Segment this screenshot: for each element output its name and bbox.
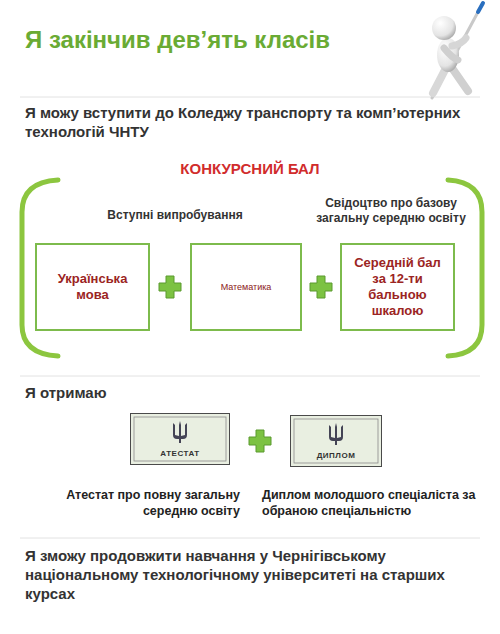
node-content: АТЕСТАТ [160, 449, 199, 459]
certificate-frame [294, 419, 378, 463]
stick-tip [478, 3, 483, 12]
plus-sign [249, 430, 271, 452]
figure-leg [452, 68, 468, 91]
certificate-frame [134, 417, 226, 461]
node-content: Українська мова [43, 271, 142, 303]
node-content: Середній бал за 12-ти бальною шкалою [348, 255, 447, 319]
node-text: ДИПЛОМ [317, 451, 356, 461]
stick [432, 12, 478, 98]
title-text: Я закінчив дев’ять класів [25, 26, 405, 54]
trident-symbol [173, 421, 187, 443]
certificate-ground [130, 413, 230, 465]
node-content: ДИПЛОМ [317, 451, 356, 461]
figure-arm [452, 38, 466, 46]
plus-sign [310, 276, 332, 298]
caption-text: Атестат про повну загальну середню освіт… [45, 487, 240, 519]
heading-text: Я зможу продовжити навчання у Чернігівсь… [25, 546, 490, 603]
figure-leg [433, 68, 446, 93]
heading-text: Я можу вступити до Коледжу транспорту та… [25, 103, 480, 141]
node-content: Математика [221, 282, 272, 293]
figure-head [432, 16, 456, 40]
group-label: Свідоцтво про базову загальну середню ос… [312, 196, 470, 226]
figure-arm [444, 48, 458, 60]
certificate-icon: ДИПЛОМ [290, 415, 382, 467]
node-text: Середній бал за 12-ти бальною шкалою [348, 255, 447, 319]
section-title: КОНКУРСНИЙ БАЛ [150, 160, 350, 178]
heading-text: Я отримаю [25, 383, 225, 402]
trident-symbol [329, 423, 343, 445]
separator-line [20, 97, 480, 98]
subject-box: Українська мова [35, 243, 150, 331]
caption-text: Диплом молодшого спеціаліста за обраною … [262, 487, 477, 519]
group-label: Вступні випробування [90, 208, 260, 223]
score-box: Середній бал за 12-ти бальною шкалою [340, 243, 455, 331]
certificate-ground [290, 415, 382, 467]
node-text: Математика [221, 282, 272, 293]
certificate-icon: АТЕСТАТ [130, 413, 230, 465]
separator-line [20, 538, 480, 539]
node-text: Українська мова [43, 271, 142, 303]
subject-box: Математика [190, 243, 302, 331]
node-text: АТЕСТАТ [160, 449, 199, 459]
figure-illustration [432, 3, 483, 98]
separator-line [20, 376, 480, 377]
plus-sign [159, 276, 181, 298]
